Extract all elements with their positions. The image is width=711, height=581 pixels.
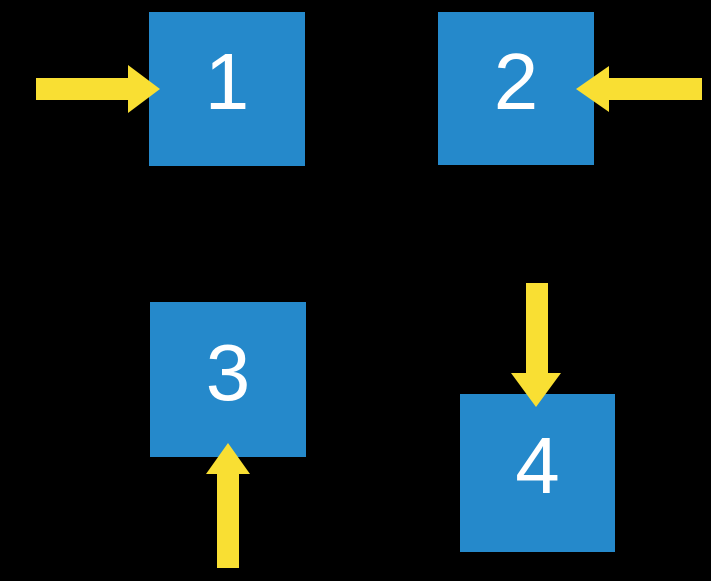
- square-3-label: 3: [205, 327, 251, 417]
- arrow-up-icon: [206, 443, 250, 568]
- square-4: 4: [460, 394, 615, 552]
- square-1-label: 1: [204, 37, 250, 126]
- arrow-left-icon: [576, 66, 702, 112]
- square-2-label: 2: [493, 36, 539, 126]
- square-1: 1: [149, 12, 305, 166]
- square-2: 2: [438, 12, 594, 165]
- arrow-right-icon: [36, 65, 160, 113]
- square-3: 3: [150, 302, 306, 457]
- arrow-down-icon: [511, 283, 561, 407]
- square-4-label: 4: [515, 421, 560, 510]
